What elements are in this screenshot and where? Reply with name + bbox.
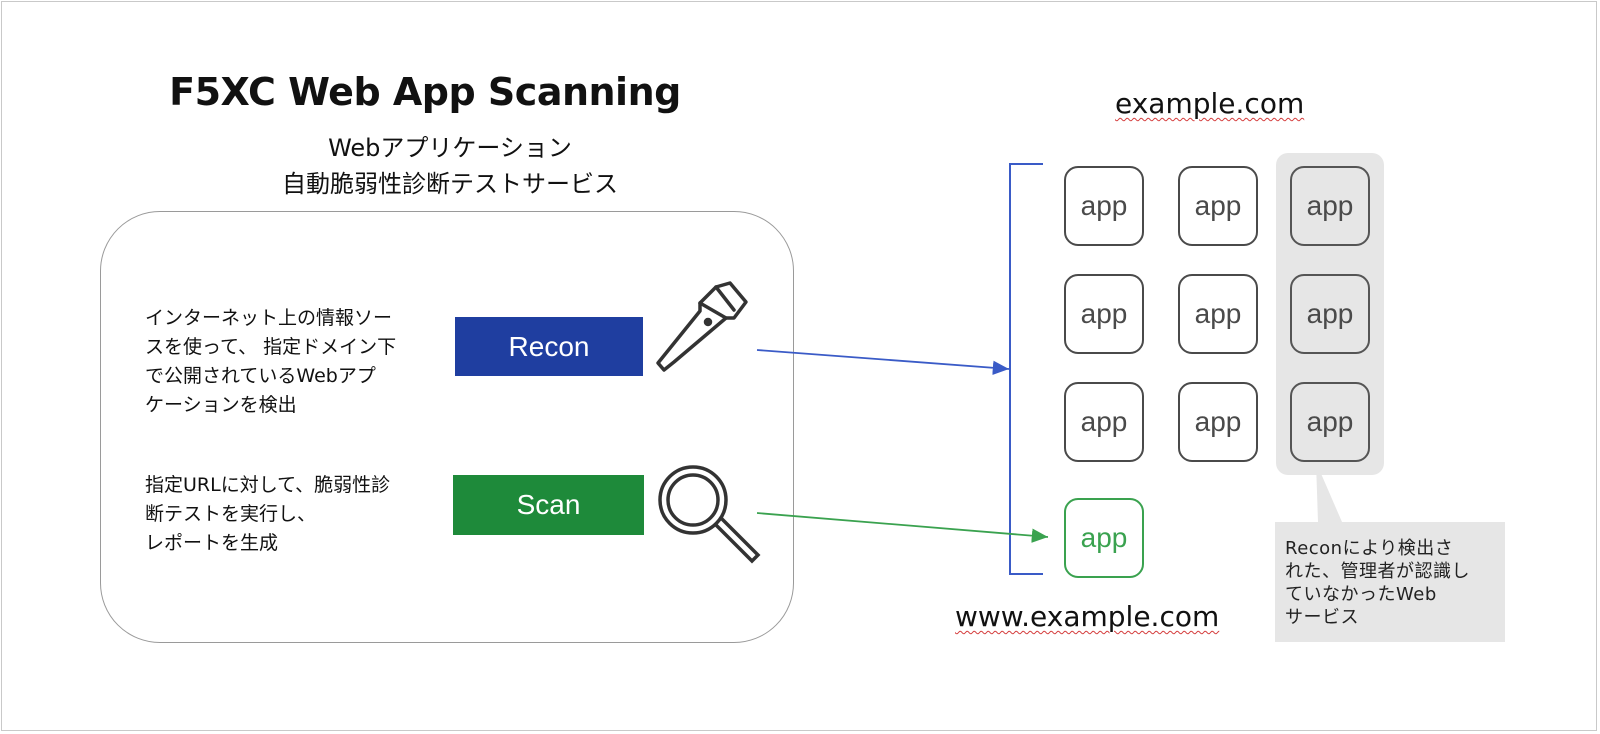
callout-line: サービス	[1285, 607, 1359, 628]
callout-text: Reconにより検出さ れた、管理者が認識し ていなかったWeb サービス	[1285, 537, 1505, 629]
diagram-subtitle: Webアプリケーション 自動脆弱性診断テストサービス	[200, 130, 700, 202]
flashlight-icon	[656, 281, 748, 372]
callout-line: Reconにより検出さ	[1285, 538, 1454, 559]
recon-button: Recon	[455, 317, 643, 376]
app-box: app	[1064, 382, 1144, 462]
app-box-scanned: app	[1064, 498, 1144, 578]
scan-description-line: レポートを生成	[145, 532, 279, 554]
scan-description-line: 指定URLに対して、脆弱性診	[145, 474, 391, 496]
recon-description: インターネット上の情報ソー スを使って、 指定ドメイン下 で公開されているWeb…	[145, 304, 445, 420]
app-box: app	[1178, 382, 1258, 462]
magnifier-icon	[658, 465, 761, 564]
service-panel	[100, 211, 794, 643]
recon-description-line: スを使って、 指定ドメイン下	[145, 336, 397, 358]
callout-pointer	[1316, 462, 1342, 522]
app-box-undetected: app	[1290, 166, 1370, 246]
domain-label-www-example: www.example.com	[955, 600, 1220, 633]
app-box: app	[1064, 274, 1144, 354]
recon-description-line: で公開されているWebアプ	[145, 365, 376, 387]
app-box-undetected: app	[1290, 274, 1370, 354]
recon-arrow	[756, 349, 1010, 375]
scan-button: Scan	[453, 475, 644, 535]
subtitle-line-1: Webアプリケーション	[328, 134, 572, 162]
scan-description-line: 断テストを実行し、	[145, 503, 317, 525]
scan-arrow	[756, 512, 1049, 543]
callout-line: れた、管理者が認識し	[1285, 561, 1470, 582]
callout-line: ていなかったWeb	[1285, 584, 1437, 605]
app-box-undetected: app	[1290, 382, 1370, 462]
app-box: app	[1178, 166, 1258, 246]
recon-description-line: ケーションを検出	[145, 394, 297, 416]
scan-description: 指定URLに対して、脆弱性診 断テストを実行し、 レポートを生成	[145, 471, 445, 558]
app-box: app	[1178, 274, 1258, 354]
domain-label-example: example.com	[1115, 87, 1305, 120]
recon-description-line: インターネット上の情報ソー	[145, 307, 393, 329]
callout-box	[1275, 522, 1505, 642]
subtitle-line-2: 自動脆弱性診断テストサービス	[282, 170, 618, 198]
app-box: app	[1064, 166, 1144, 246]
domain-bracket	[1009, 163, 1043, 575]
diagram-title: F5XC Web App Scanning	[169, 70, 681, 114]
